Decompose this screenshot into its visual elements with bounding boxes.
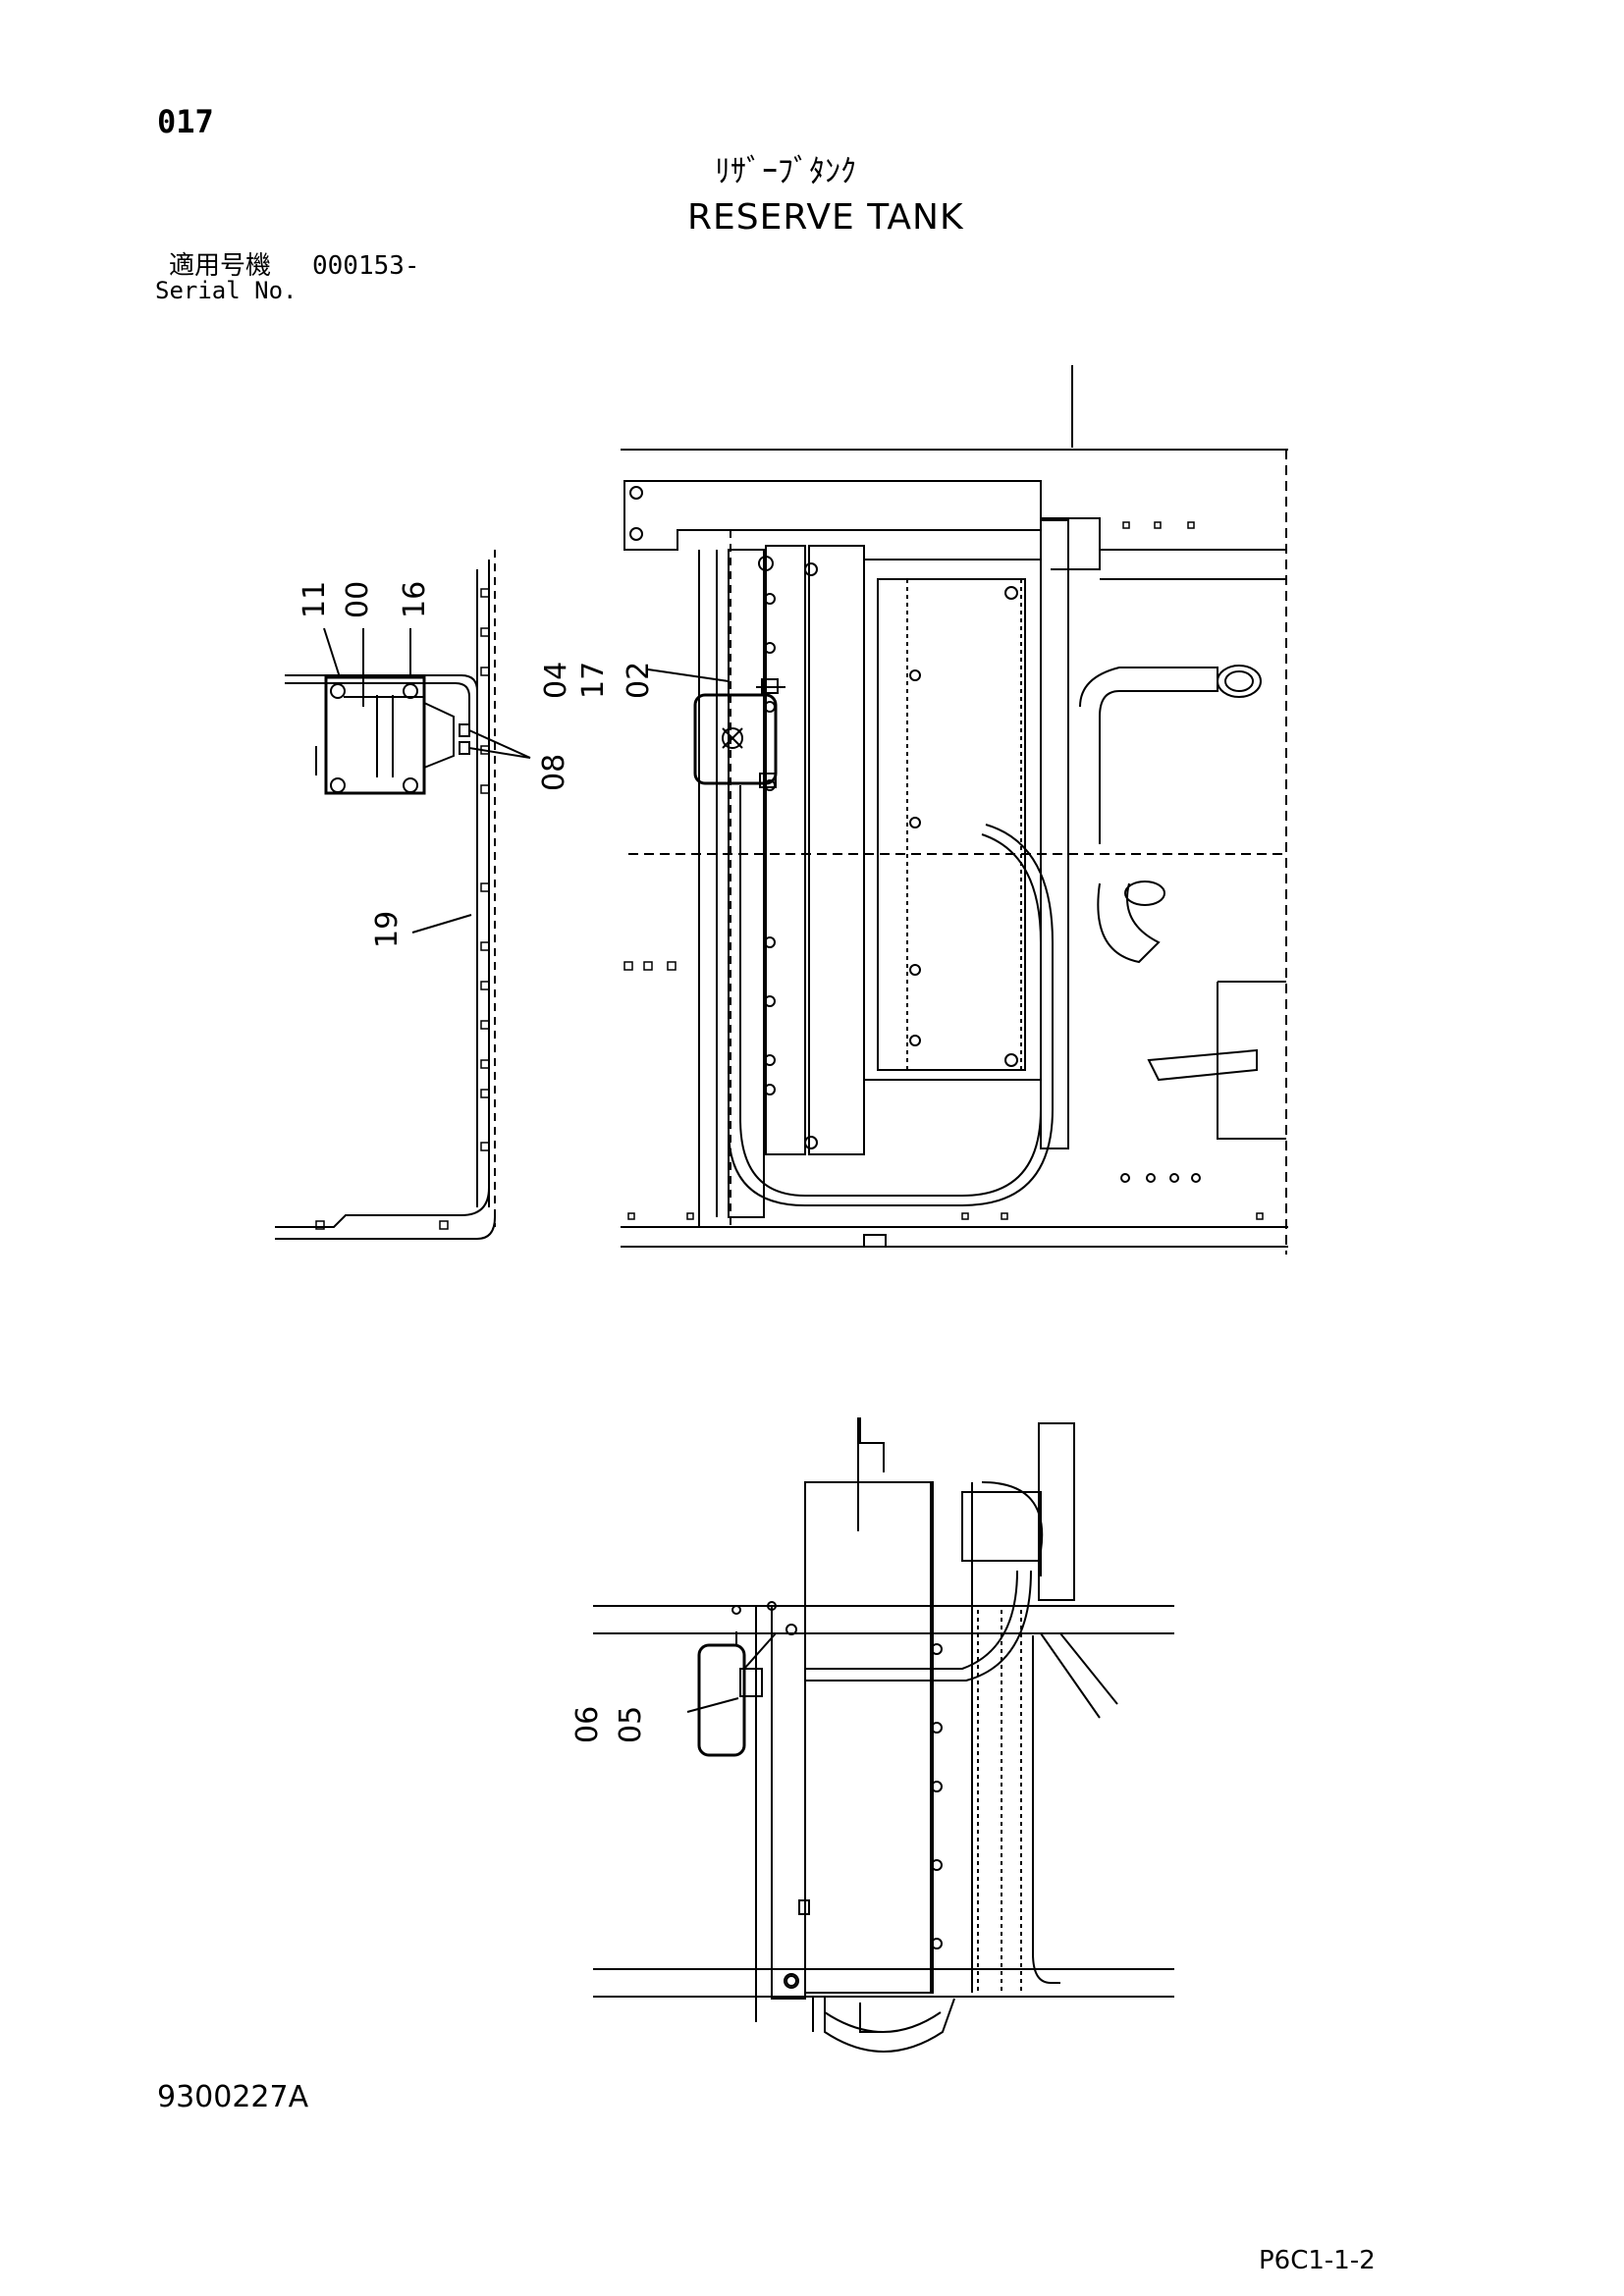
callout-00: 00 xyxy=(341,581,375,618)
title-japanese: ﾘｻﾞｰﾌﾞﾀﾝｸ xyxy=(715,152,857,189)
detail-view-bracket xyxy=(275,550,531,1240)
title-english: RESERVE TANK xyxy=(687,197,964,238)
callout-06: 06 xyxy=(570,1706,605,1743)
serial-label-english: Serial No. xyxy=(155,277,298,304)
serial-label-japanese: 適用号機 xyxy=(169,251,272,281)
callout-05: 05 xyxy=(614,1706,648,1743)
main-view-top xyxy=(621,365,1288,1255)
callout-11: 11 xyxy=(298,581,332,618)
callout-17: 17 xyxy=(576,662,611,699)
main-view-bottom xyxy=(593,1417,1174,2053)
page-number: 017 xyxy=(157,103,214,140)
sheet-reference: P6C1-1-2 xyxy=(1259,2246,1376,2275)
serial-number: 000153- xyxy=(312,251,420,281)
callout-04: 04 xyxy=(539,662,573,699)
callout-08: 08 xyxy=(537,754,571,791)
drawing-number: 9300227A xyxy=(157,2080,309,2114)
callout-16: 16 xyxy=(398,581,432,618)
callout-19: 19 xyxy=(370,911,405,948)
callout-02: 02 xyxy=(622,662,656,699)
